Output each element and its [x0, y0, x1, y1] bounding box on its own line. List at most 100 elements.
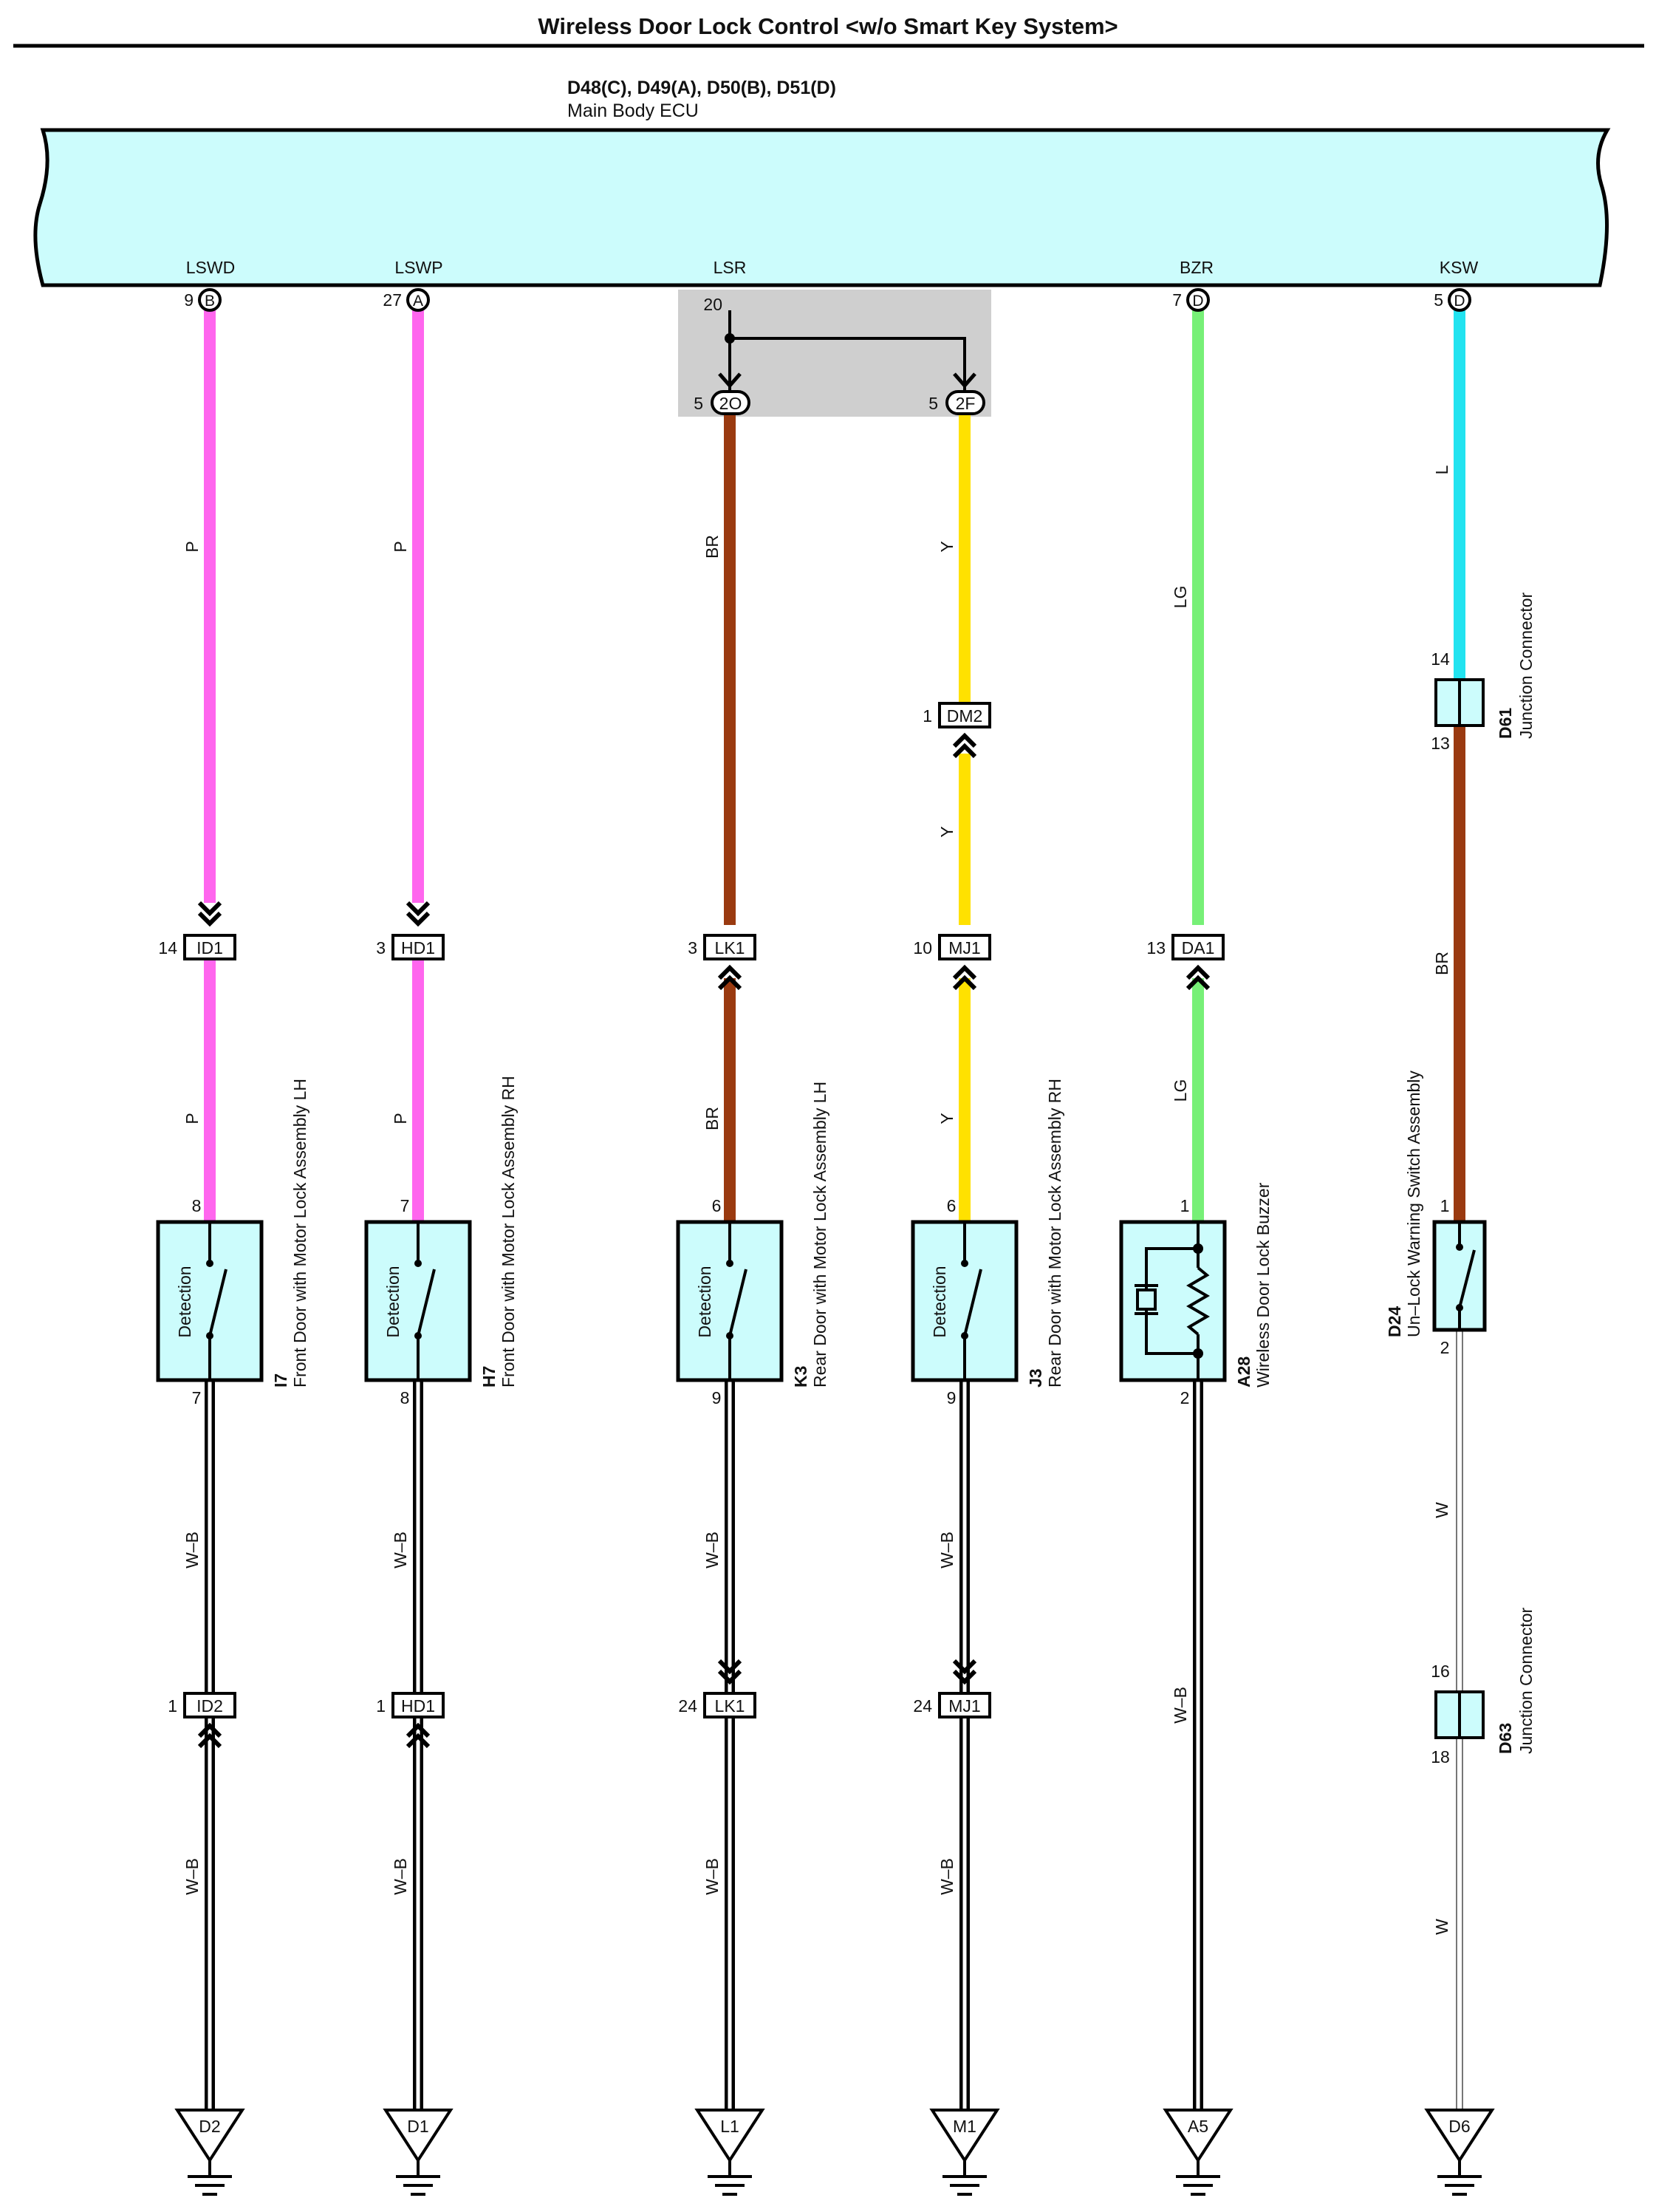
ecu-terminals: B 9 A 27 20 D 7 D 5	[184, 288, 1471, 314]
device-h7-label: Detection	[383, 1266, 403, 1337]
device-a28-id: A28	[1234, 1356, 1253, 1387]
device-k3-pin-bottom: 9	[712, 1388, 722, 1407]
ground-label-c6-upper: W	[1432, 1502, 1451, 1518]
ground-a5-label: A5	[1188, 2117, 1208, 2136]
lsr-split	[718, 310, 976, 393]
device-j3-pin-top: 6	[947, 1196, 957, 1215]
connector-hd1-low: HD1 1	[376, 1692, 445, 1749]
wire-color-labels: P P P P BR BR Y Y Y LG LG L BR W–B W–B W…	[182, 465, 1451, 1934]
jb-pin-2o: 2O 5	[694, 390, 750, 415]
ground-label-c5: W–B	[1171, 1687, 1190, 1724]
ground-l1: L1	[694, 2109, 765, 2196]
jb-pin-2o-num: 5	[694, 394, 703, 413]
connector-lk1-mid-num: 3	[688, 938, 697, 957]
main-body-ecu-box	[33, 128, 1611, 287]
ground-d2: D2	[174, 2109, 245, 2196]
jb-pin-2f-code: 2F	[956, 394, 976, 413]
jb-pin-2f-num: 5	[928, 394, 938, 413]
device-j3: Detection 6 9 J3 Rear Door with Motor Lo…	[911, 1079, 1064, 1407]
wires	[204, 310, 1465, 1222]
connector-dm2: DM2 1	[923, 702, 991, 759]
wire-label-c5-lower: LG	[1171, 1079, 1190, 1102]
connector-lk1-mid-code: LK1	[715, 938, 745, 957]
device-j3-id: J3	[1026, 1368, 1045, 1387]
connector-id1-mid-code: ID1	[196, 938, 223, 957]
ecu-signal-lswd: LSWD	[186, 258, 235, 277]
connector-mj1-mid-num: 10	[913, 938, 932, 957]
terminal-lsr: 20	[703, 295, 722, 314]
device-h7-name: Front Door with Motor Lock Assembly RH	[499, 1076, 518, 1387]
jb-pin-2o-code: 2O	[719, 394, 742, 413]
terminal-lswd-num: 9	[184, 290, 194, 310]
device-h7-id: H7	[479, 1366, 499, 1387]
wire-label-c1-upper: P	[182, 541, 202, 552]
ecu-signal-lsr: LSR	[714, 258, 747, 277]
ground-d2-label: D2	[199, 2117, 220, 2136]
grounds: D2 D1 L1 M1	[174, 2109, 1495, 2196]
ground-a5: A5	[1163, 2109, 1234, 2196]
device-h7: Detection 7 8 H7 Front Door with Motor L…	[364, 1076, 518, 1407]
wire-label-c3-upper: BR	[702, 535, 722, 559]
device-j3-label: Detection	[930, 1266, 949, 1337]
ecu-pin-labels: LSWD LSWP LSR BZR KSW	[186, 258, 1479, 277]
wire-label-c4-mid: Y	[937, 826, 957, 837]
connector-dm2-num: 1	[923, 706, 932, 726]
connector-id2-low: ID2 1	[168, 1692, 236, 1749]
device-d24: 1 2 D24 Un–Lock Warning Switch Assembly	[1385, 1071, 1487, 1357]
terminal-ksw-letter: D	[1454, 293, 1465, 310]
ground-m1-label: M1	[953, 2117, 976, 2136]
connector-hd1-mid: HD1 3	[376, 901, 445, 960]
ground-d6: D6	[1424, 2109, 1495, 2196]
device-k3-name: Rear Door with Motor Lock Assembly LH	[810, 1082, 829, 1387]
d61-id: D61	[1496, 708, 1515, 739]
device-a28-pin-top: 1	[1180, 1196, 1190, 1215]
device-k3-id: K3	[791, 1366, 810, 1387]
connector-da1-mid-num: 13	[1146, 938, 1166, 957]
ground-label-c3-lower: W–B	[702, 1858, 722, 1895]
ground-label-c1-lower: W–B	[182, 1858, 202, 1895]
device-i7-pin-bottom: 7	[192, 1388, 202, 1407]
device-d24-id: D24	[1385, 1306, 1404, 1337]
wire-label-c2-lower: P	[391, 1113, 410, 1124]
connector-id2-low-num: 1	[168, 1696, 177, 1716]
connector-lk1-low: LK1 24	[678, 1659, 756, 1718]
d61-name: Junction Connector	[1516, 592, 1536, 739]
ecu-connectors-label: D48(C), D49(A), D50(B), D51(D)	[567, 78, 836, 98]
device-d24-pin-top: 1	[1440, 1196, 1450, 1215]
device-d24-pin-bottom: 2	[1440, 1338, 1450, 1357]
terminal-bzr: D 7	[1172, 288, 1210, 312]
d61-pin-top: 14	[1431, 649, 1450, 669]
junction-connector-d63: 16 18 D63 Junction Connector	[1431, 1607, 1536, 1766]
device-i7-pin-top: 8	[192, 1196, 202, 1215]
device-j3-name: Rear Door with Motor Lock Assembly RH	[1045, 1079, 1064, 1387]
d63-name: Junction Connector	[1516, 1607, 1536, 1754]
connector-hd1-low-code: HD1	[401, 1696, 435, 1716]
connector-id1-mid-num: 14	[158, 938, 177, 957]
terminal-lswp-letter: A	[413, 293, 423, 310]
device-a28-buzzer: 1 2 A28 Wireless Door Lock Buzzer	[1119, 1182, 1273, 1407]
device-i7: Detection 8 7 I7 Front Door with Motor L…	[156, 1079, 309, 1407]
ground-wires	[205, 1330, 1463, 2110]
connector-mj1-mid: MJ1 10	[913, 934, 991, 991]
device-k3: Detection 6 9 K3 Rear Door with Motor Lo…	[676, 1082, 829, 1407]
device-h7-pin-top: 7	[400, 1196, 410, 1215]
junction-connector-d61: 14 13 D61 Junction Connector	[1431, 592, 1536, 753]
ground-d1-label: D1	[407, 2117, 428, 2136]
d63-id: D63	[1496, 1723, 1515, 1754]
ecu-name-label: Main Body ECU	[567, 100, 699, 121]
device-i7-label: Detection	[175, 1266, 194, 1337]
terminal-lswp: A 27	[383, 288, 430, 312]
device-a28-name: Wireless Door Lock Buzzer	[1253, 1182, 1273, 1387]
wire-label-c5-upper: LG	[1171, 586, 1190, 609]
device-k3-label: Detection	[695, 1266, 714, 1337]
d63-pin-bottom: 18	[1431, 1747, 1450, 1766]
device-d24-name: Un–Lock Warning Switch Assembly	[1404, 1071, 1423, 1337]
connector-mj1-mid-code: MJ1	[948, 938, 980, 957]
connector-hd1-mid-code: HD1	[401, 938, 435, 957]
ecu-signal-ksw: KSW	[1440, 258, 1479, 277]
ecu-signal-bzr: BZR	[1180, 258, 1214, 277]
device-i7-id: I7	[271, 1373, 290, 1387]
connector-lk1-mid: LK1 3	[688, 934, 756, 991]
ground-label-c6-lower: W	[1432, 1919, 1451, 1935]
